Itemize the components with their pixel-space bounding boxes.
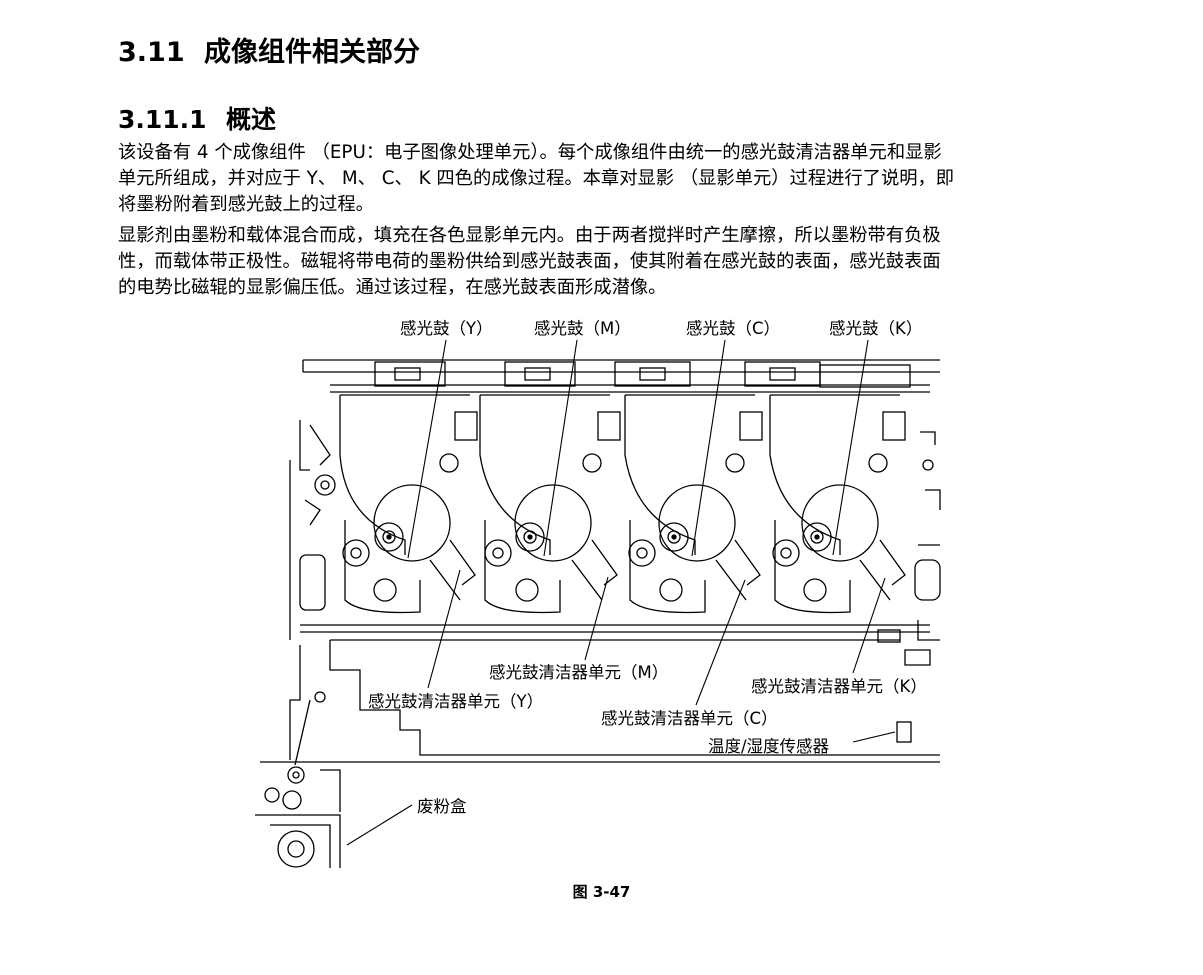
- imaging-unit-k: [769, 394, 906, 614]
- transfer-belt: [260, 624, 940, 763]
- section-number: 3.11: [118, 37, 185, 68]
- label-cleaner-y: 感光鼓清洁器单元（Y）: [368, 692, 543, 711]
- left-frame: [289, 420, 336, 640]
- label-drum-c: 感光鼓（C）: [686, 319, 780, 338]
- text-line: 该设备有 4 个成像组件 （EPU：电子图像处理单元）。每个成像组件由统一的感光…: [118, 142, 942, 163]
- section-heading: 3.11 成像组件相关部分: [118, 30, 420, 69]
- section-title: 成像组件相关部分: [204, 37, 420, 68]
- imaging-unit-c: [624, 394, 763, 614]
- label-sensor: 温度/湿度传感器: [708, 737, 830, 756]
- text-line: 将墨粉附着到感光鼓上的过程。: [118, 194, 374, 215]
- text-line: 显影剂由墨粉和载体混合而成，填充在各色显影单元内。由于两者搅拌时产生摩擦，所以墨…: [118, 225, 941, 246]
- leader-lines: [346, 339, 896, 846]
- paragraph-overview-2: 显影剂由墨粉和载体混合而成，填充在各色显影单元内。由于两者搅拌时产生摩擦，所以墨…: [118, 223, 941, 301]
- text-line: 单元所组成，并对应于 Y、 M、 C、 K 四色的成像过程。本章对显影 （显影单…: [118, 168, 955, 189]
- label-cleaner-m: 感光鼓清洁器单元（M）: [489, 663, 668, 682]
- right-frame: [877, 431, 941, 666]
- imaging-unit-m: [479, 394, 621, 614]
- label-cleaner-c: 感光鼓清洁器单元（C）: [601, 709, 778, 728]
- subsection-title: 概述: [226, 105, 277, 134]
- label-drum-y: 感光鼓（Y）: [400, 319, 493, 338]
- text-line: 性，而载体带正极性。磁辊将带电荷的墨粉供给到感光鼓表面，使其附着在感光鼓的表面，…: [118, 251, 941, 272]
- subsection-number: 3.11.1: [118, 105, 207, 134]
- figure-caption: 图 3-47: [572, 883, 631, 901]
- sensor-icon: [896, 721, 912, 743]
- imaging-unit-y: [339, 394, 478, 614]
- label-cleaner-k: 感光鼓清洁器单元（K）: [751, 677, 927, 696]
- top-frame: [302, 359, 940, 393]
- label-drum-m: 感光鼓（M）: [534, 319, 631, 338]
- subsection-heading: 3.11.1 概述: [118, 100, 276, 136]
- text-line: 的电势比磁辊的显影偏压低。通过该过程，在感光鼓表面形成潜像。: [118, 277, 667, 298]
- label-waste-box: 废粉盒: [417, 797, 467, 816]
- paragraph-overview-1: 该设备有 4 个成像组件 （EPU：电子图像处理单元）。每个成像组件由统一的感光…: [118, 140, 954, 218]
- label-drum-k: 感光鼓（K）: [829, 319, 922, 338]
- lower-left-parts: [255, 645, 341, 868]
